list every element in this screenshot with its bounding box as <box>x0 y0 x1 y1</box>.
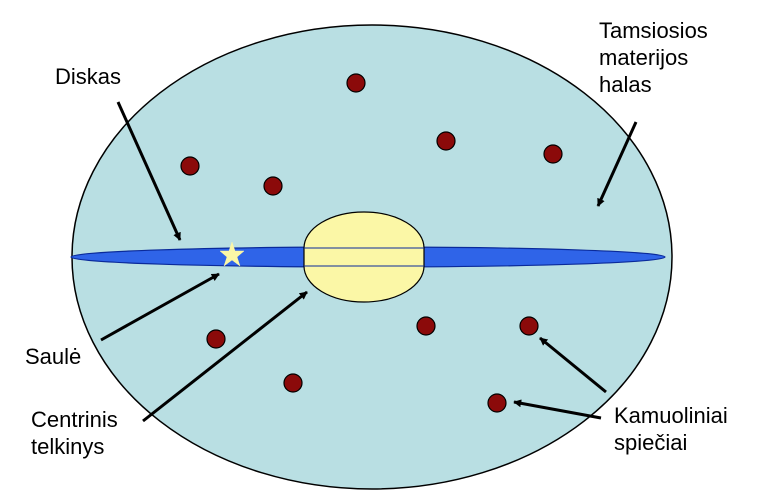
globular-cluster-dot <box>206 329 226 349</box>
central-bulge <box>303 211 425 303</box>
disk-label-line1: Diskas <box>55 64 122 89</box>
globular-cluster-dot <box>519 316 539 336</box>
bulge-label-line2: telkinys <box>31 434 105 459</box>
pointer-arrows <box>100 101 638 423</box>
globular-cluster-dot <box>416 316 436 336</box>
halo-label-line2: materijos <box>599 45 689 70</box>
bulge-arrow <box>142 290 308 423</box>
halo-label-line1: Tamsiosios <box>599 18 708 43</box>
globular-cluster-dot <box>263 176 283 196</box>
globular-cluster-dot <box>346 73 366 93</box>
cluster-arrow-upper <box>539 336 607 394</box>
globular-cluster-dot <box>487 393 507 413</box>
clusters-label-line1: Kamuoliniai <box>614 403 728 428</box>
halo-label: Tamsiosios materijos halas <box>599 17 708 98</box>
sun-star-icon <box>219 241 245 267</box>
globular-cluster-dot <box>283 373 303 393</box>
disk-arrow <box>116 101 182 241</box>
bulge-label-line1: Centrinis <box>31 407 118 432</box>
globular-cluster-dot <box>180 156 200 176</box>
globular-cluster-dot <box>543 144 563 164</box>
sun-label: Saulė <box>25 343 81 370</box>
halo-arrow <box>596 121 638 207</box>
globular-cluster-dot <box>436 131 456 151</box>
sun-label-line1: Saulė <box>25 344 82 369</box>
bulge-disk-edge <box>304 247 424 267</box>
globular-clusters <box>180 73 563 413</box>
disk-label: Diskas <box>55 63 121 90</box>
sun-arrow <box>100 272 220 342</box>
bulge-label: Centrinis telkinys <box>31 406 118 460</box>
clusters-label: Kamuoliniai spiečiai <box>614 402 728 456</box>
cluster-arrow-lower <box>513 399 602 420</box>
halo-label-line3: halas <box>599 72 652 97</box>
clusters-label-line2: spiečiai <box>614 430 688 455</box>
